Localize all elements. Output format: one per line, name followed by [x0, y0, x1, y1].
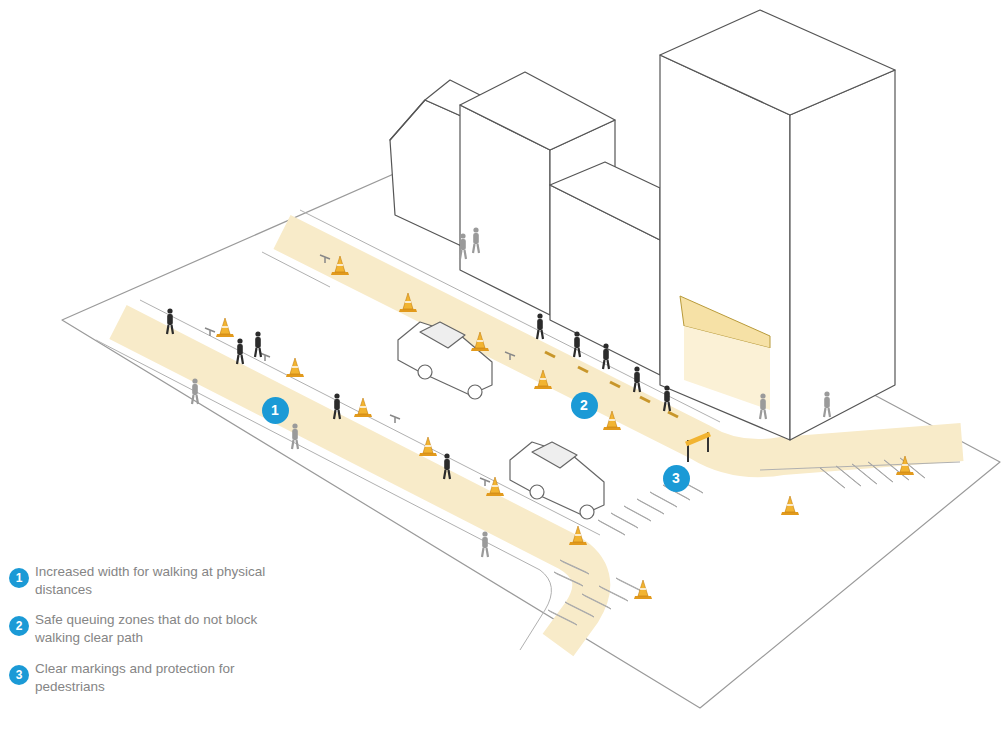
callout-circle: 2	[571, 392, 598, 419]
callout-number: 2	[9, 616, 29, 636]
queue-mark	[610, 382, 620, 387]
queue-mark	[640, 397, 650, 402]
traffic-cone	[216, 318, 234, 337]
traffic-cone	[399, 293, 417, 312]
traffic-cone	[603, 411, 621, 430]
crosswalk-stripe	[852, 464, 877, 484]
crosswalk-stripe	[554, 572, 583, 586]
pedestrian	[760, 393, 766, 419]
crosswalk-stripe	[560, 560, 589, 574]
pedestrian	[574, 331, 580, 357]
traffic-cone	[331, 256, 349, 275]
crosswalk-stripe	[599, 586, 628, 601]
callout-number: 3	[663, 465, 690, 492]
crosswalk-stripe	[598, 520, 625, 535]
legend-circle: 2Safe queuing zones that do not block wa…	[9, 616, 29, 636]
pedestrian	[603, 343, 609, 369]
pedestrian	[634, 366, 640, 392]
pedestrian	[824, 391, 830, 417]
pedestrian	[292, 423, 298, 449]
barrier	[686, 432, 710, 462]
floor-mark	[320, 255, 330, 263]
traffic-cone	[896, 456, 914, 475]
low-building-top	[550, 162, 660, 240]
legend-text: Increased width for walking at physical …	[35, 563, 285, 599]
car	[510, 442, 604, 519]
callout-circle: 3	[663, 465, 690, 492]
traffic-cone	[286, 358, 304, 377]
pedestrian	[334, 393, 340, 419]
crosswalk-stripe	[548, 610, 577, 625]
tower-top	[660, 10, 895, 115]
crosswalk-stripe	[624, 506, 651, 521]
crosswalk-stripe	[868, 462, 893, 482]
floor-mark	[390, 415, 400, 423]
pedestrian	[537, 313, 543, 339]
house-building	[390, 100, 470, 250]
crosswalk-stripe	[637, 499, 664, 514]
crosswalk-stripe	[836, 466, 861, 486]
tower-right-face	[790, 70, 895, 440]
callout-number: 1	[262, 397, 289, 424]
pedestrian	[460, 233, 466, 259]
floor-mark	[205, 328, 215, 336]
traffic-cone	[634, 580, 652, 599]
middle-building-top	[460, 72, 615, 150]
pedestrian	[237, 338, 243, 364]
callout-number: 2	[571, 392, 598, 419]
traffic-cone	[419, 437, 437, 456]
floor-mark	[505, 352, 515, 360]
legend-circle: 1Increased width for walking at physical…	[9, 568, 29, 588]
legend-circle: 3Clear markings and protection for pedes…	[9, 665, 29, 685]
traffic-cone	[471, 332, 489, 351]
pedestrian	[664, 385, 670, 411]
traffic-cone	[781, 496, 799, 515]
queue-mark	[668, 412, 678, 417]
legend-text: Clear markings and protection for pedest…	[35, 660, 285, 696]
pedestrian	[482, 531, 488, 557]
crosswalk-stripe	[611, 513, 638, 528]
road-edge	[140, 300, 600, 535]
queue-mark	[578, 367, 588, 372]
crosswalk-stripe	[582, 594, 611, 609]
legend-text: Safe queuing zones that do not block wal…	[35, 611, 285, 647]
awning-glow	[684, 326, 770, 410]
crosswalk-stripe	[820, 468, 845, 488]
callout-circle: 1	[262, 397, 289, 424]
tower-left-face	[660, 55, 790, 440]
curb-line	[760, 462, 960, 470]
traffic-cone	[569, 526, 587, 545]
traffic-cone	[486, 477, 504, 496]
crosswalk-stripe	[650, 492, 677, 507]
pedestrian	[444, 453, 450, 479]
callout-number: 1	[9, 568, 29, 588]
pedestrian	[167, 308, 173, 334]
floor-mark	[480, 478, 490, 486]
traffic-cone	[354, 398, 372, 417]
crosswalk-stripe	[565, 602, 594, 617]
pedestrian	[473, 227, 479, 253]
callout-number: 3	[9, 665, 29, 685]
car	[398, 322, 492, 399]
queue-mark	[545, 352, 555, 357]
pedestrian	[192, 378, 198, 404]
curb-line	[262, 252, 330, 287]
pedestrian	[255, 331, 261, 357]
traffic-cone	[534, 370, 552, 389]
